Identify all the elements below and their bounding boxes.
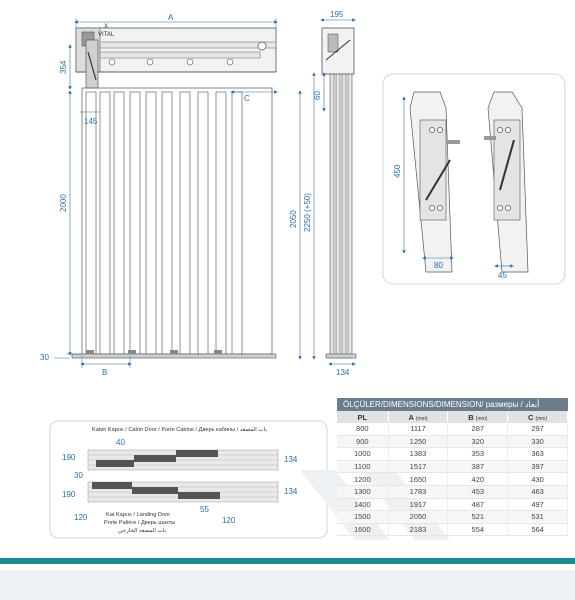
cell-b: 387 xyxy=(447,460,509,474)
cell-pl: 1500 xyxy=(337,510,389,524)
table-row: 1400 1917 487 497 xyxy=(337,498,568,512)
cell-pl: 1300 xyxy=(337,485,389,499)
cell-b: 420 xyxy=(447,472,509,486)
cell-pl: 800 xyxy=(337,423,389,436)
cell-c: 463 xyxy=(507,485,568,499)
dim-2050-label: 2050 xyxy=(289,210,298,228)
cell-c: 531 xyxy=(507,510,568,524)
cell-a: 2183 xyxy=(388,523,449,537)
cell-b: 287 xyxy=(447,423,509,436)
dim-60-label: 60 xyxy=(313,91,322,100)
dim-354-label: 354 xyxy=(59,60,68,74)
cell-c: 363 xyxy=(507,447,568,461)
cell-pl: 1000 xyxy=(337,447,389,461)
cell-pl: 1600 xyxy=(337,523,389,537)
cell-a: 1517 xyxy=(388,460,449,474)
cell-pl: 900 xyxy=(337,435,389,449)
table-row: 800 1117 287 297 xyxy=(337,423,568,436)
landing-door-title-1: Kat Kapısı / Landing Door xyxy=(106,512,170,518)
dim-30-plan-label: 30 xyxy=(74,471,83,480)
cell-a: 1383 xyxy=(388,447,449,461)
table-row: 1300 1783 453 463 xyxy=(337,485,568,499)
header-b: B(mm) xyxy=(447,411,509,423)
dim-120-right-label: 120 xyxy=(222,516,236,525)
dim-b-label: B xyxy=(102,368,107,377)
table-row: 900 1250 320 330 xyxy=(337,435,568,449)
cell-c: 397 xyxy=(507,460,568,474)
table-row: 1100 1517 387 397 xyxy=(337,460,568,474)
dim-195-label: 195 xyxy=(330,10,344,19)
dim-145-label: 145 xyxy=(84,117,98,126)
vital-label: VITAL xyxy=(98,32,115,38)
dim-30-label: 30 xyxy=(40,353,49,362)
cell-b: 521 xyxy=(447,510,509,524)
dim-120-left-label: 120 xyxy=(74,513,88,522)
dim-2250-label: 2250 (+50) xyxy=(303,193,312,232)
header-c: C(mm) xyxy=(507,411,568,423)
footer-accent-band xyxy=(0,558,575,564)
cell-b: 554 xyxy=(447,523,509,537)
dim-a-label: A xyxy=(168,13,174,22)
footer-strip xyxy=(0,570,575,600)
detail-view: 450 80 45 xyxy=(382,73,566,285)
dim-134-side-label: 134 xyxy=(336,368,350,377)
header-a: A(mm) xyxy=(388,411,449,423)
cell-c: 564 xyxy=(507,523,568,537)
cell-b: 453 xyxy=(447,485,509,499)
cell-a: 1917 xyxy=(388,498,449,512)
cell-a: 1650 xyxy=(388,472,449,486)
side-view: 195 60 2050 2250 (+50) 134 xyxy=(289,10,357,377)
cell-c: 297 xyxy=(507,423,568,436)
cell-pl: 1200 xyxy=(337,472,389,486)
cell-b: 487 xyxy=(447,498,509,512)
dim-190-top-label: 190 xyxy=(62,453,76,462)
cell-a: 2050 xyxy=(388,510,449,524)
plan-view: Kabin Kapısı / Cabin Door / Porte Cabine… xyxy=(49,420,328,539)
dim-134-top-label: 134 xyxy=(284,455,298,464)
cell-c: 430 xyxy=(507,472,568,486)
dimensions-table: ÖLÇÜLER/DIMENSIONS/DIMENSION/ размеры / … xyxy=(337,398,568,537)
front-view: X VITAL A 354 xyxy=(40,13,278,377)
dim-c-label: C xyxy=(244,94,250,103)
cell-pl: 1100 xyxy=(337,460,389,474)
landing-door-title-3: باب المصعد الخارجي xyxy=(118,527,166,534)
table-row: 1600 2183 554 564 xyxy=(337,523,568,537)
dim-80-label: 80 xyxy=(434,261,443,270)
cell-a: 1250 xyxy=(388,435,449,449)
dim-450-label: 450 xyxy=(393,164,402,178)
dim-2000-label: 2000 xyxy=(59,194,68,212)
cell-b: 353 xyxy=(447,447,509,461)
dim-55-label: 55 xyxy=(200,505,209,514)
cell-c: 497 xyxy=(507,498,568,512)
cell-a: 1117 xyxy=(388,423,449,436)
dimensions-table-title: ÖLÇÜLER/DIMENSIONS/DIMENSION/ размеры / … xyxy=(337,398,568,411)
dim-45-label: 45 xyxy=(498,271,507,280)
dimensions-grid: PL A(mm) B(mm) C(mm) 800 1117 287 297 90… xyxy=(337,411,568,537)
cell-pl: 1400 xyxy=(337,498,389,512)
dim-134-bottom-label: 134 xyxy=(284,487,298,496)
table-row: 1500 2050 521 531 xyxy=(337,510,568,524)
table-header-row: PL A(mm) B(mm) C(mm) xyxy=(337,411,568,423)
table-row: 1200 1650 420 430 xyxy=(337,472,568,486)
door-panel-lines xyxy=(85,91,243,355)
cell-a: 1783 xyxy=(388,485,449,499)
header-pl: PL xyxy=(337,411,389,423)
cell-b: 320 xyxy=(447,435,509,449)
cabin-door-title: Kabin Kapısı / Cabin Door / Porte Cabine… xyxy=(92,426,267,433)
table-row: 1000 1383 353 363 xyxy=(337,447,568,461)
landing-door-title-2: Porte Palière / Дверь шахты xyxy=(104,520,175,526)
dim-190-bottom-label: 190 xyxy=(62,490,76,499)
dim-40-label: 40 xyxy=(116,438,125,447)
x-label: X xyxy=(104,24,108,30)
cell-c: 330 xyxy=(507,435,568,449)
